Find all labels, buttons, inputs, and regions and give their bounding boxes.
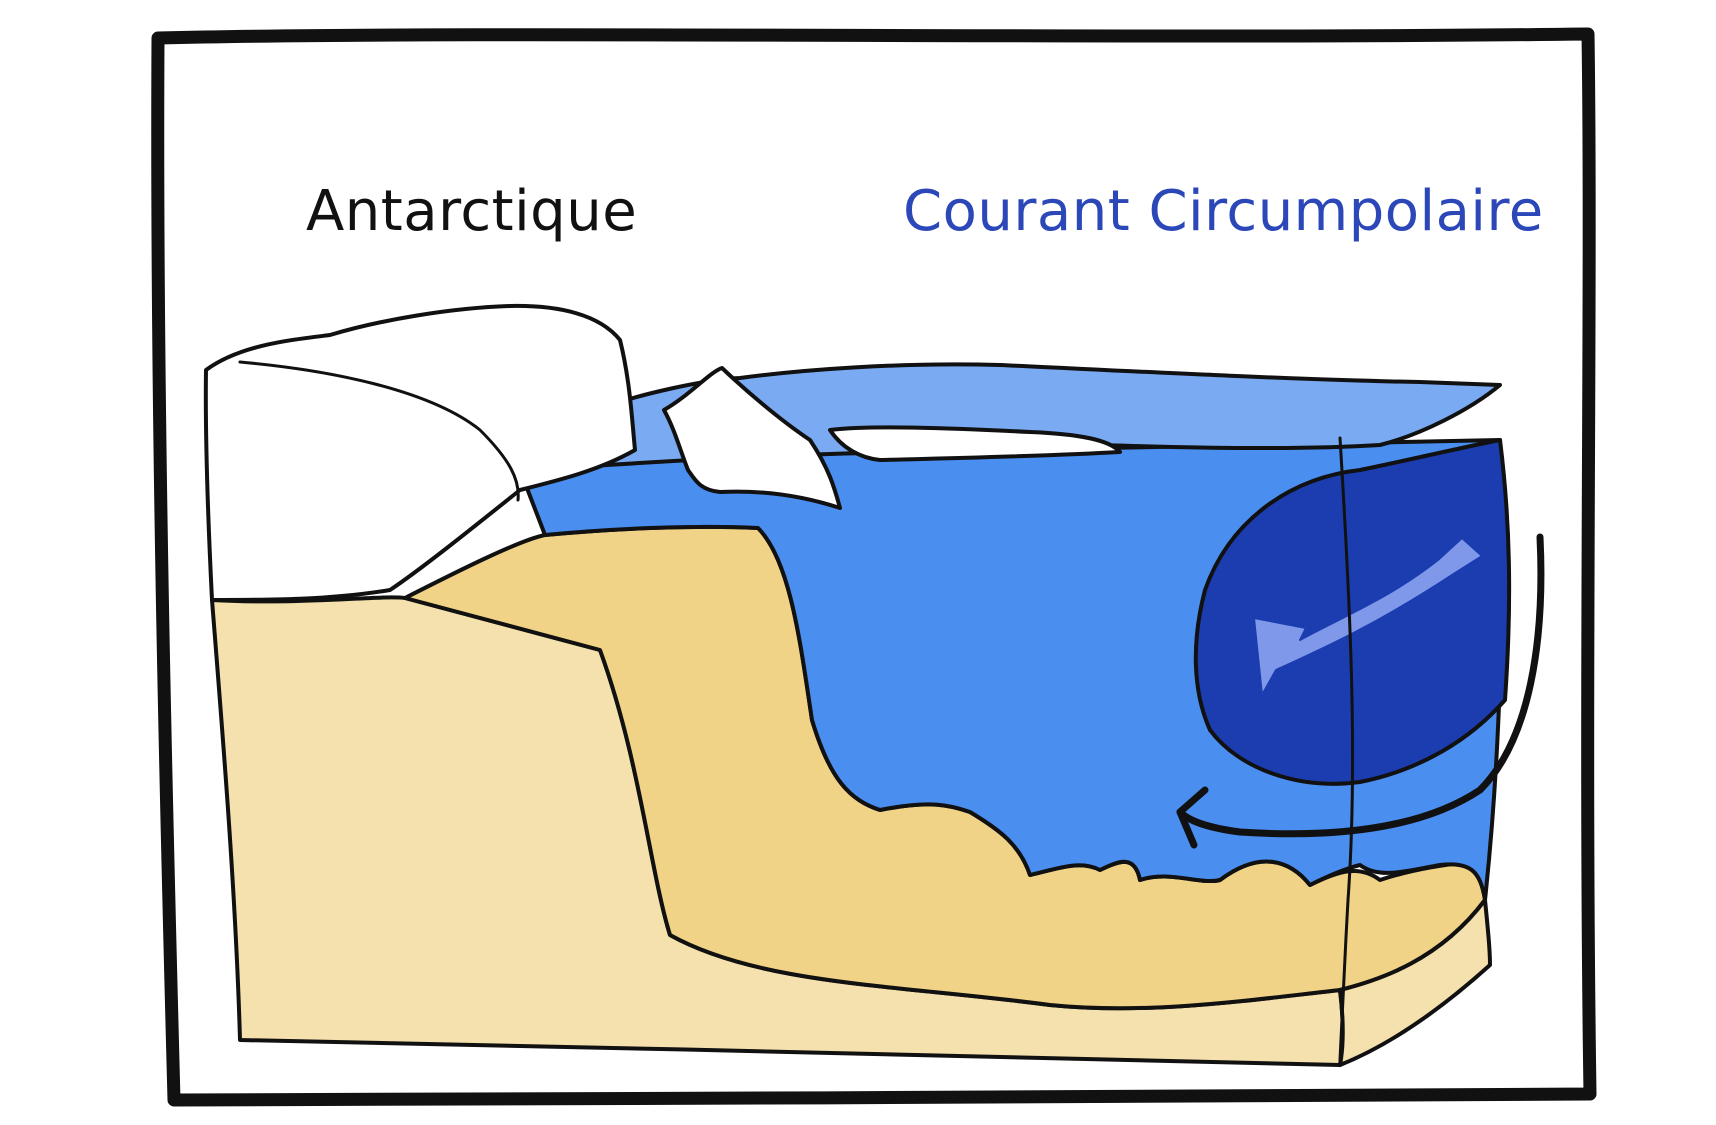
floating-ice (662, 366, 842, 510)
return-arrow-head (1176, 786, 1209, 849)
circumpolar-current-label: Courant Circumpolaire (903, 179, 1544, 244)
ice-sheet-edge (238, 360, 520, 502)
return-arrow-icon (1176, 533, 1545, 838)
curved-arrow-icon (1253, 537, 1483, 696)
sea-ice-floe (828, 425, 1122, 462)
ice-sheet (203, 303, 637, 602)
current-core (1193, 438, 1512, 786)
antarctica-label: Antarctique (306, 179, 638, 244)
